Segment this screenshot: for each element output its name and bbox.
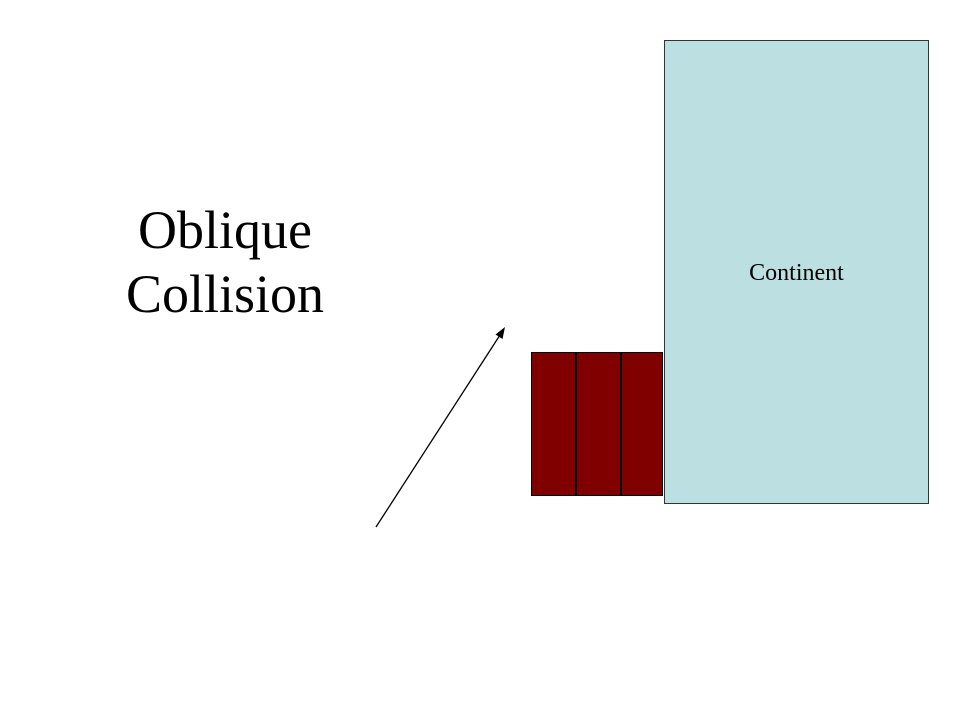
title-line-2: Collision (125, 264, 325, 324)
continent-block: Continent (664, 40, 929, 504)
motion-arrow-head (495, 327, 505, 339)
oceanic-block-2 (576, 352, 621, 496)
motion-arrow-shaft (375, 334, 501, 528)
oceanic-block-1 (531, 352, 576, 496)
continent-label: Continent (749, 260, 844, 286)
title-line-1: Oblique (138, 200, 312, 260)
slide-title: Oblique Collision (60, 198, 390, 326)
oceanic-block-3 (621, 352, 663, 496)
